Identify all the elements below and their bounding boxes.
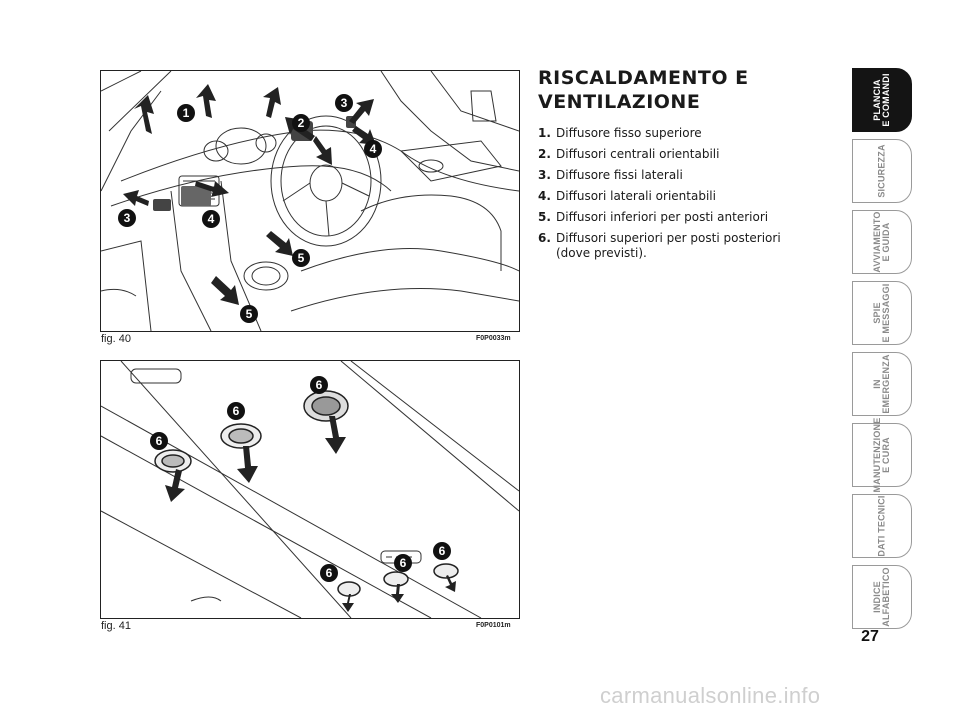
figure-40-label: fig. 40 bbox=[101, 333, 131, 345]
svg-text:6: 6 bbox=[156, 434, 163, 448]
legend-item: 3. Diffusore fissi laterali bbox=[538, 168, 788, 183]
legend-item: 6. Diffusori superiori per posti posterio… bbox=[538, 231, 788, 261]
callout-1: 1 bbox=[177, 104, 195, 122]
callout-4-left: 4 bbox=[202, 210, 220, 228]
callout-6-a: 6 bbox=[310, 376, 328, 394]
svg-text:3: 3 bbox=[124, 211, 131, 225]
callout-6-e: 6 bbox=[394, 554, 412, 572]
legend-item: 5. Diffusori inferiori per posti anterior… bbox=[538, 210, 788, 225]
svg-text:5: 5 bbox=[246, 307, 253, 321]
legend-item: 4. Diffusori laterali orientabili bbox=[538, 189, 788, 204]
legend-item: 2. Diffusori centrali orientabili bbox=[538, 147, 788, 162]
watermark: carmanualsonline.info bbox=[600, 683, 821, 708]
legend-text: Diffusori centrali orientabili bbox=[556, 147, 720, 161]
section-title-line-2: VENTILAZIONE bbox=[538, 91, 701, 113]
callout-5-lower: 5 bbox=[240, 305, 258, 323]
legend-number: 5. bbox=[538, 210, 551, 224]
tab-indice-alfabetico[interactable]: INDICE ALFABETICO bbox=[852, 565, 912, 629]
callout-6-b: 6 bbox=[227, 402, 245, 420]
legend-text: Diffusori laterali orientabili bbox=[556, 189, 716, 203]
legend-number: 6. bbox=[538, 231, 551, 245]
tab-avviamento-e-guida[interactable]: AVVIAMENTO E GUIDA bbox=[852, 210, 912, 274]
svg-text:6: 6 bbox=[439, 544, 446, 558]
tab-label: SICUREZZA bbox=[876, 144, 887, 198]
svg-text:3: 3 bbox=[341, 96, 348, 110]
figure-41-roof-vents: 6 6 6 6 6 6 bbox=[100, 360, 520, 619]
legend-text: Diffusore fisso superiore bbox=[556, 126, 702, 140]
tab-spie-e-messaggi[interactable]: SPIE E MESSAGGI bbox=[852, 281, 912, 345]
legend-item: 1. Diffusore fisso superiore bbox=[538, 126, 788, 141]
tab-label: AVVIAMENTO E GUIDA bbox=[872, 211, 891, 273]
svg-text:6: 6 bbox=[233, 404, 240, 418]
callout-2: 2 bbox=[292, 114, 310, 132]
svg-text:1: 1 bbox=[183, 106, 190, 120]
section-title-line-1: RISCALDAMENTO E bbox=[538, 67, 749, 89]
figure-40-dashboard-vents: 1 2 3 3 4 4 5 bbox=[100, 70, 520, 332]
legend-text: Diffusore fissi laterali bbox=[556, 168, 683, 182]
tab-sicurezza[interactable]: SICUREZZA bbox=[852, 139, 912, 203]
callout-4-right: 4 bbox=[364, 140, 382, 158]
svg-text:6: 6 bbox=[316, 378, 323, 392]
legend-number: 3. bbox=[538, 168, 551, 182]
callout-3-left: 3 bbox=[118, 209, 136, 227]
svg-text:2: 2 bbox=[298, 116, 305, 130]
tab-manutenzione-e-cura[interactable]: MANUTENZIONE E CURA bbox=[852, 418, 912, 492]
roof-vents-illustration: 6 6 6 6 6 6 bbox=[101, 361, 519, 618]
svg-text:4: 4 bbox=[208, 212, 215, 226]
callout-3-right: 3 bbox=[335, 94, 353, 112]
tab-in-emergenza[interactable]: IN EMERGENZA bbox=[852, 352, 912, 416]
tab-label: MANUTENZIONE E CURA bbox=[872, 417, 891, 493]
figure-40-code: F0P0033m bbox=[476, 335, 511, 342]
tab-dati-tecnici[interactable]: DATI TECNICI bbox=[852, 494, 912, 558]
vent-legend-list: 1. Diffusore fisso superiore 2. Diffusori … bbox=[538, 126, 788, 267]
tab-label: SPIE E MESSAGGI bbox=[872, 283, 891, 343]
tab-plancia-e-comandi[interactable]: PLANCIA E COMANDI bbox=[852, 68, 912, 132]
legend-number: 1. bbox=[538, 126, 551, 140]
callout-5-upper: 5 bbox=[292, 249, 310, 267]
callout-6-d: 6 bbox=[320, 564, 338, 582]
legend-text: Diffusori superiori per posti posteriori… bbox=[556, 231, 781, 260]
section-title: RISCALDAMENTO E VENTILAZIONE bbox=[538, 66, 798, 114]
figure-41-label: fig. 41 bbox=[101, 620, 131, 632]
legend-number: 2. bbox=[538, 147, 551, 161]
callout-6-c: 6 bbox=[150, 432, 168, 450]
tab-label: DATI TECNICI bbox=[876, 495, 887, 557]
callout-6-f: 6 bbox=[433, 542, 451, 560]
svg-text:5: 5 bbox=[298, 251, 305, 265]
legend-text: Diffusori inferiori per posti anteriori bbox=[556, 210, 769, 224]
svg-text:6: 6 bbox=[400, 556, 407, 570]
page-number: 27 bbox=[861, 628, 879, 645]
tab-label: IN EMERGENZA bbox=[872, 354, 891, 414]
svg-text:4: 4 bbox=[370, 142, 377, 156]
legend-number: 4. bbox=[538, 189, 551, 203]
tab-label: INDICE ALFABETICO bbox=[872, 567, 891, 627]
tab-label: PLANCIA E COMANDI bbox=[872, 73, 891, 127]
dashboard-illustration: 1 2 3 3 4 4 5 bbox=[101, 71, 519, 331]
svg-text:6: 6 bbox=[326, 566, 333, 580]
figure-41-code: F0P0101m bbox=[476, 622, 511, 629]
